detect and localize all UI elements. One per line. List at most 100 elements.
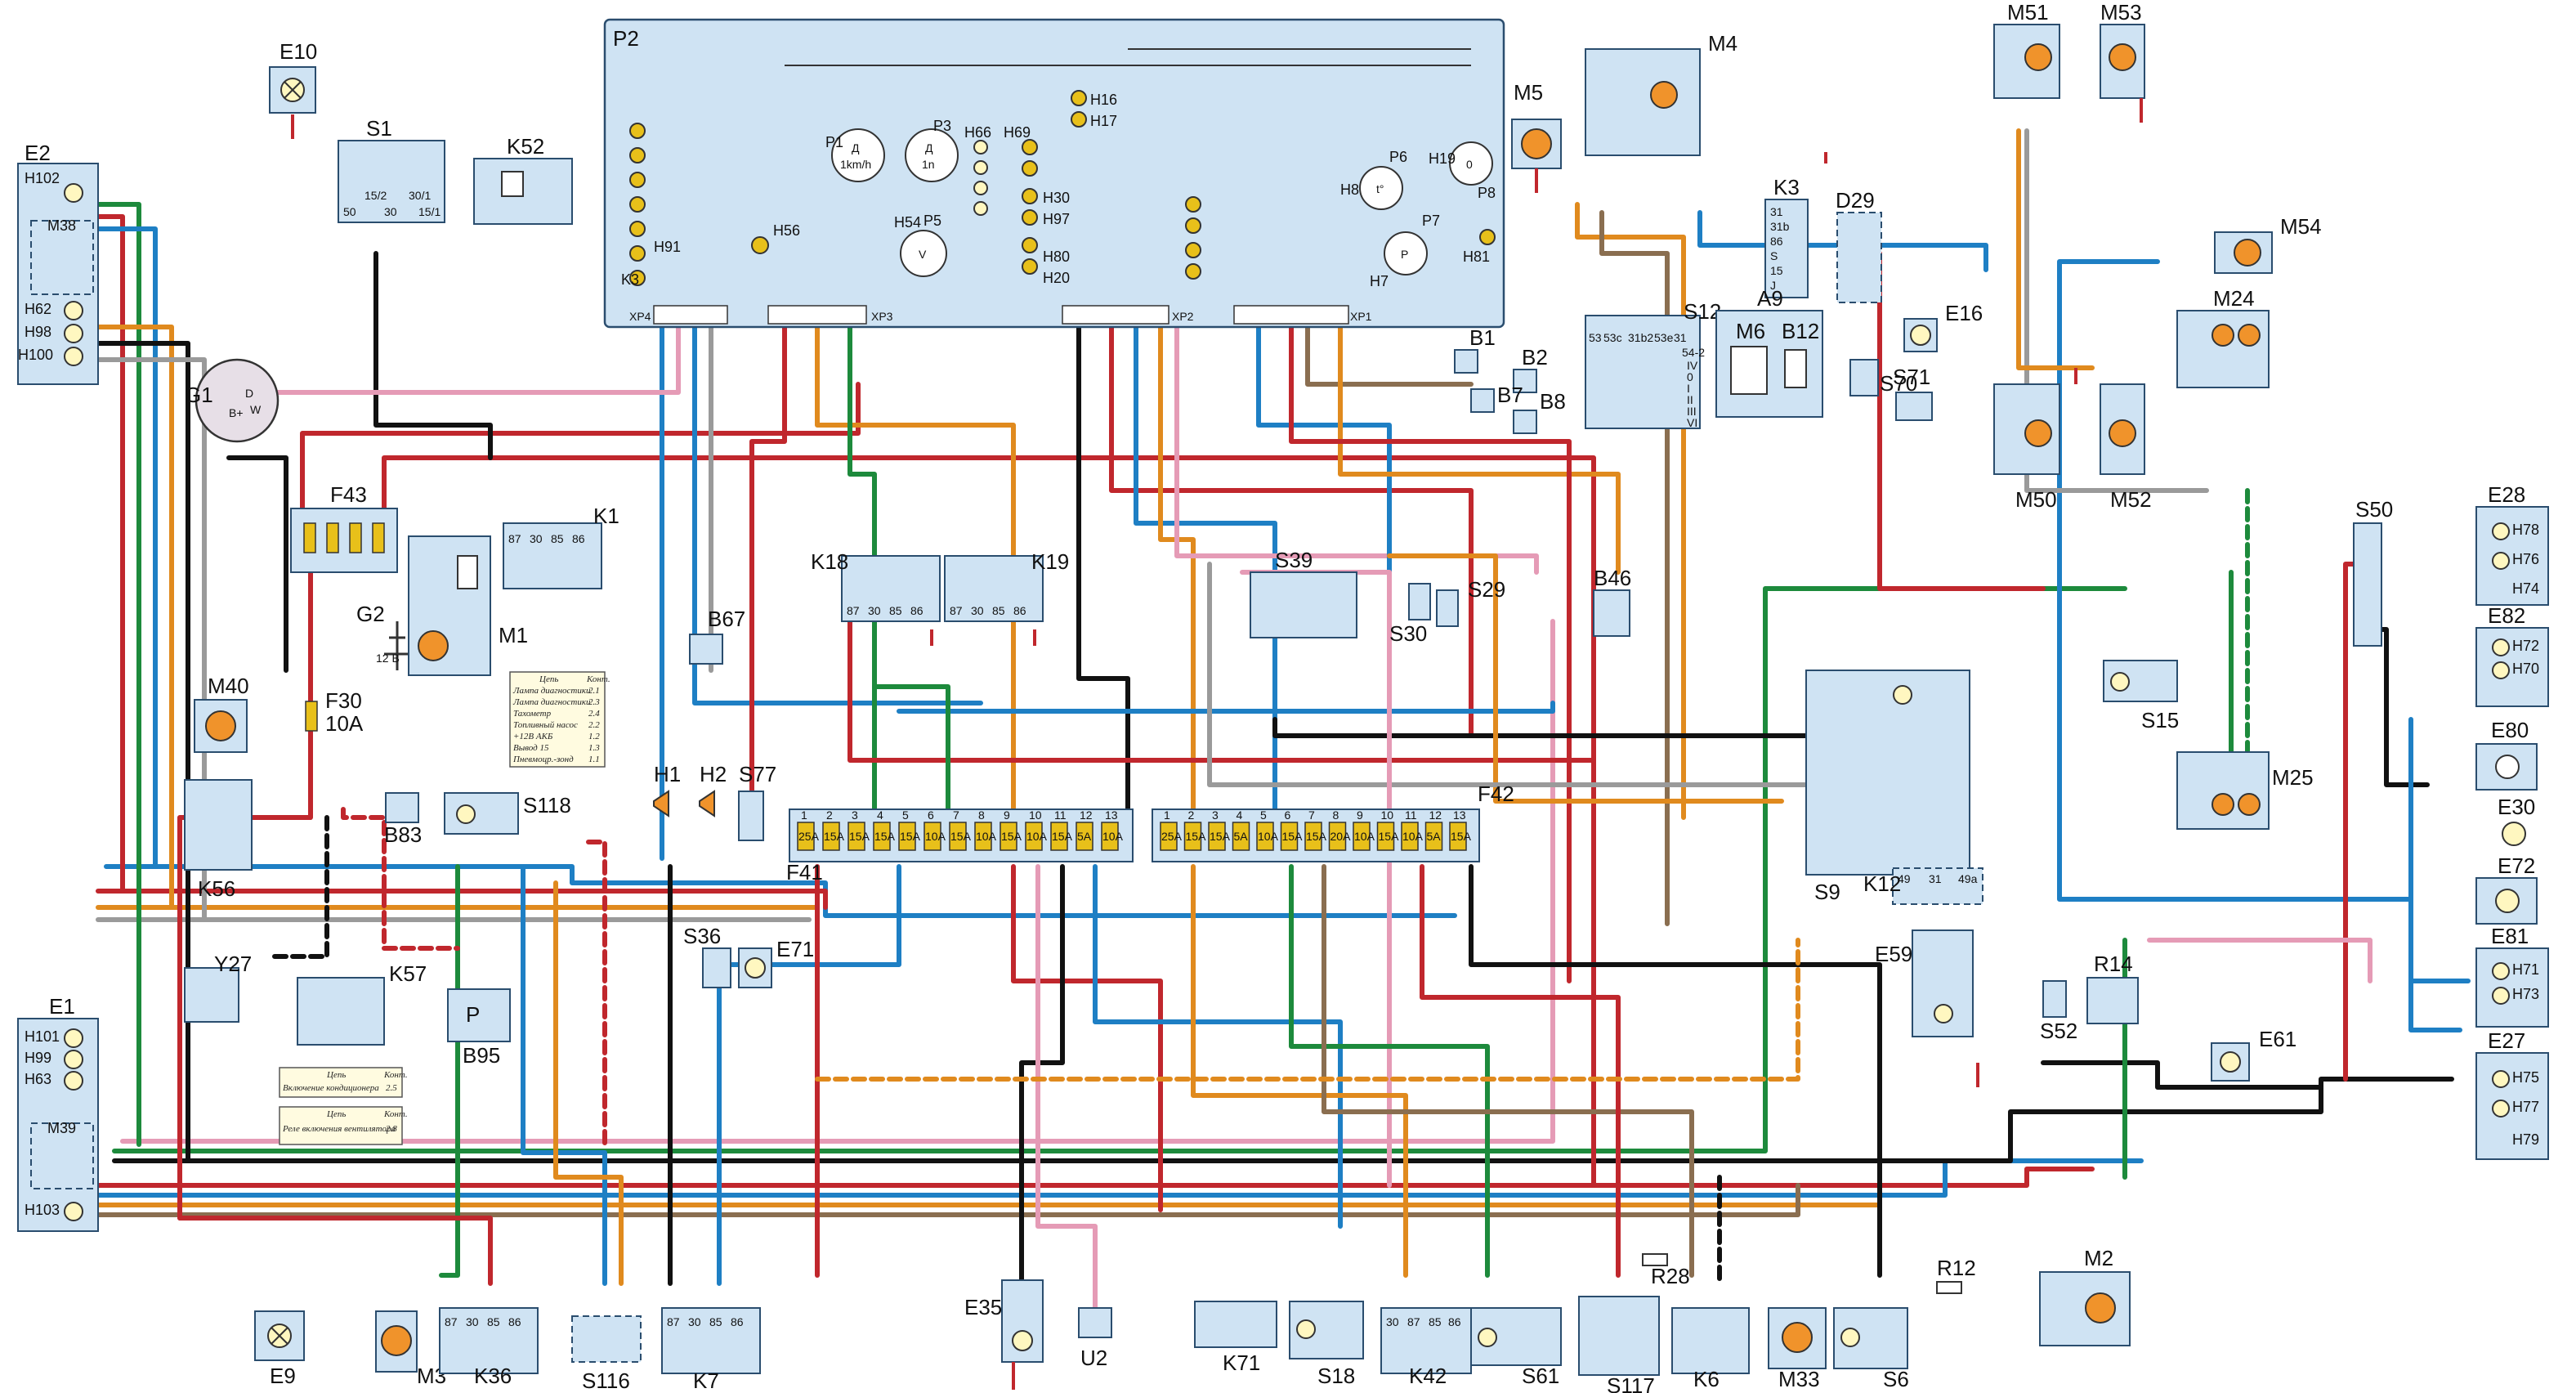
component-m5: M5 xyxy=(1511,80,1562,169)
svg-text:M40: M40 xyxy=(208,674,249,698)
svg-text:S30: S30 xyxy=(1389,621,1427,646)
info-table-3: Цепь Конт. Реле включения вентилятора 2.… xyxy=(279,1106,408,1145)
svg-text:H80: H80 xyxy=(1043,249,1070,265)
svg-text:IV: IV xyxy=(1687,359,1698,372)
lamp-h63 xyxy=(64,1071,83,1091)
svg-text:E59: E59 xyxy=(1875,942,1912,966)
wire-right-7 xyxy=(2016,128,2095,370)
svg-text:H56: H56 xyxy=(773,222,800,239)
component-s52: S52 xyxy=(2040,980,2077,1043)
svg-text:J: J xyxy=(1770,279,1776,292)
svg-text:H71: H71 xyxy=(2512,961,2539,978)
gauge-p1: Д 1km/h P1 xyxy=(825,128,885,182)
component-m25: M25 xyxy=(2176,751,2314,830)
component-r12: R12 xyxy=(1936,1256,1976,1294)
f41-fuse-number: 10 xyxy=(1029,808,1042,822)
wire-left-2 xyxy=(96,214,125,894)
component-s18: S18 xyxy=(1289,1301,1364,1388)
svg-text:30: 30 xyxy=(466,1315,479,1328)
f42-fuse-row: 125A215A315A45A510A615A715A820A910A1015A… xyxy=(1160,808,1472,851)
svg-text:1n: 1n xyxy=(922,158,935,171)
svg-text:31: 31 xyxy=(1770,205,1783,218)
svg-text:K71: K71 xyxy=(1223,1350,1260,1375)
panel-label: P2 xyxy=(613,26,639,51)
svg-text:50: 50 xyxy=(343,205,356,218)
svg-text:E35: E35 xyxy=(964,1295,1002,1319)
wire-right-6 xyxy=(2024,128,2209,493)
svg-text:M39: M39 xyxy=(47,1120,76,1136)
svg-text:H63: H63 xyxy=(25,1071,51,1087)
svg-text:H97: H97 xyxy=(1043,211,1070,227)
svg-text:Тахометр: Тахометр xyxy=(513,709,552,719)
component-e81: E81 H71 H73 xyxy=(2475,924,2549,1028)
wire-lower-7 xyxy=(120,619,1555,1144)
f42-fuse-number: 3 xyxy=(1212,808,1219,822)
component-m2: M2 xyxy=(2039,1246,2131,1346)
wire-xp1-2 xyxy=(1305,325,1474,387)
svg-text:54-2: 54-2 xyxy=(1682,346,1705,359)
component-k57: K57 xyxy=(297,961,427,1046)
component-g1: G1 D B+ W xyxy=(185,358,280,443)
component-d29: D29 xyxy=(1836,188,1882,303)
svg-text:87: 87 xyxy=(445,1315,458,1328)
svg-text:1.2: 1.2 xyxy=(588,732,600,741)
svg-text:2.5: 2.5 xyxy=(386,1083,397,1093)
f42-fuse-rating: 15A xyxy=(1282,830,1304,843)
gauge-p7: P P7 xyxy=(1384,213,1440,275)
wire-left-4 xyxy=(96,325,174,910)
wire-left-1 xyxy=(96,202,141,1147)
svg-text:R28: R28 xyxy=(1651,1264,1690,1288)
component-b7: B7 xyxy=(1470,383,1523,413)
svg-text:Лампа диагностики: Лампа диагностики xyxy=(512,697,591,707)
f41-fuse-number: 7 xyxy=(953,808,959,822)
f42-fuse-number: 9 xyxy=(1357,808,1363,822)
svg-text:85: 85 xyxy=(1429,1315,1442,1328)
panel-connector-xp3: ХР3 xyxy=(767,305,893,325)
component-f42: F42 125A215A315A45A510A615A715A820A910A1… xyxy=(1152,782,1514,862)
wire-xp2-2 xyxy=(1109,325,1474,738)
f42-fuse-number: 6 xyxy=(1285,808,1291,822)
svg-text:S117: S117 xyxy=(1607,1373,1655,1393)
component-e30: E30 xyxy=(2498,795,2535,846)
svg-text:F42: F42 xyxy=(1478,782,1514,806)
svg-text:K19: K19 xyxy=(1031,549,1069,574)
svg-text:30: 30 xyxy=(384,205,397,218)
svg-text:2.4: 2.4 xyxy=(588,709,600,719)
component-b8: B8 xyxy=(1513,389,1566,434)
f42-fuse-number: 5 xyxy=(1260,808,1267,822)
svg-text:E16: E16 xyxy=(1945,301,1983,325)
svg-text:S29: S29 xyxy=(1468,577,1505,602)
svg-text:E28: E28 xyxy=(2488,482,2525,507)
svg-text:85: 85 xyxy=(487,1315,500,1328)
wire-mid-18 xyxy=(1035,864,1098,1310)
f41-fuse-number: 6 xyxy=(928,808,934,822)
panel-lamp-column xyxy=(629,123,646,286)
svg-text:H98: H98 xyxy=(25,324,51,340)
component-y27: Y27 xyxy=(184,952,252,1023)
f41-fuse-number: 11 xyxy=(1054,808,1067,822)
panel-connector-xp1: ХР1 xyxy=(1233,305,1372,325)
component-m38 xyxy=(30,220,94,295)
svg-text:H101: H101 xyxy=(25,1028,60,1045)
component-u2: U2 xyxy=(1078,1307,1112,1370)
component-m24: M24 xyxy=(2176,286,2270,388)
component-s118: S118 xyxy=(444,792,571,835)
svg-text:S61: S61 xyxy=(1522,1364,1559,1388)
svg-text:P5: P5 xyxy=(924,213,941,229)
svg-text:H66: H66 xyxy=(964,124,991,141)
component-k6: K6 xyxy=(1671,1307,1750,1391)
component-m50: M50 xyxy=(1993,383,2060,512)
wire-mid-12 xyxy=(1289,864,1490,1278)
f41-fuse-number: 8 xyxy=(978,808,985,822)
f42-fuse-rating: 15A xyxy=(1186,830,1207,843)
svg-text:53: 53 xyxy=(1589,331,1602,344)
svg-text:86: 86 xyxy=(910,604,924,617)
svg-text:Включение кондиционера: Включение кондиционера xyxy=(283,1083,379,1093)
component-h1: H1 xyxy=(653,762,681,817)
